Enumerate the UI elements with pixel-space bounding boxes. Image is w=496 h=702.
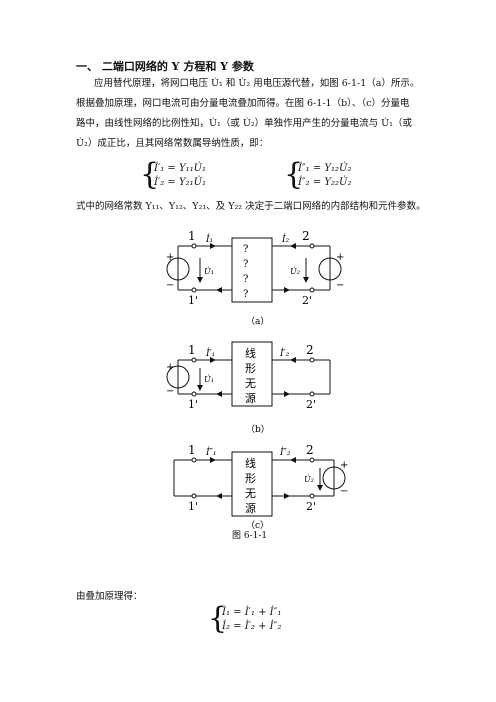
equation-group-sum: { İ₁ = İ′₁ + İ″₁ İ₂ = İ′₂ + İ″₂ (208, 604, 282, 634)
brace-sum: { (208, 601, 228, 636)
para1-line4: U̇₂）成正比，且其网络常数属导纳性质，即： (76, 138, 269, 149)
current-i1-label: İ′₁ (205, 347, 215, 359)
current-i2-label: İ₂ (281, 233, 290, 245)
circuit-figure-b: 线 形 无 源 1 1' 2 2' İ′₁ İ′₂ U̇₁ + − （b） (166, 341, 331, 435)
network-box-b (231, 341, 273, 407)
paragraph-2: 式中的网络常数 Y₁₁、Y₁₂、Y₂₁、及 Y₂₂ 决定于二端口网络的内部结构和… (76, 201, 426, 212)
caption-a: （a） (246, 316, 269, 327)
para1-line2: 根据叠加原理，网口电流可由分量电流叠加而得。在图 6-1-1（b）、（c）分量电 (76, 98, 410, 109)
plus-sign-left: + (166, 252, 174, 263)
eq-left-a: İ′₁ = Y₁₁U̇₁ (154, 163, 207, 174)
box-text-2: 形 (245, 362, 256, 375)
paragraph-1: 应用替代原理，将网口电压 U̇₁ 和 U̇₂ 用电压源代替，如图 6-1-1（a… (76, 74, 438, 154)
current-i1-label: İ₁ (205, 233, 213, 245)
box-text-3: 无 (245, 487, 256, 500)
eq-left-b: İ′₂ = Y₂₁U̇₁ (154, 177, 207, 188)
voltage-u1-label: U̇₁ (204, 267, 214, 276)
voltage-u2-label: U̇₂ (290, 267, 300, 276)
port-1p-label: 1' (188, 398, 198, 411)
para1-line3: 路中，由线性网络的比例性知，U̇₁（或 U̇₂）单独作用产生的分量电流与 U̇₁… (76, 118, 412, 129)
eq-sum-b: İ₂ = İ′₂ + İ″₂ (222, 621, 282, 632)
box-mark-4: ? (243, 289, 248, 300)
box-text-4: 源 (245, 391, 256, 405)
current-i1-label: İ″₁ (205, 446, 217, 458)
minus-sign: − (340, 486, 348, 497)
brace-left: { (140, 157, 160, 192)
box-text-1: 线 (245, 456, 256, 470)
box-mark-2: ? (243, 259, 248, 270)
network-box-c (231, 451, 273, 517)
equation-group-right: { İ″₁ = Y₁₂U̇₂ İ″₂ = Y₂₂U̇₂ (284, 160, 352, 190)
equation-group-left: { İ′₁ = Y₁₁U̇₁ İ′₂ = Y₂₁U̇₁ (140, 160, 207, 190)
circuit-figure-c: 线 形 无 源 1 1' 2 2' İ″₁ İ″₂ U̇₂ + − （c） (173, 444, 348, 531)
minus-sign-left: − (166, 280, 174, 291)
figure-caption: 图 6-1-1 (232, 531, 268, 541)
section-heading: 一、 二端口网络的 Y 方程和 Y 参数 (76, 60, 254, 73)
port-2-label: 2 (302, 229, 310, 243)
port-1-label: 1 (188, 343, 196, 357)
caption-b: （b） (246, 424, 270, 435)
minus-sign-right: − (336, 280, 344, 291)
eq-right-a: İ″₁ = Y₁₂U̇₂ (298, 163, 352, 174)
port-2p-label: 2' (306, 500, 316, 513)
box-text-2: 形 (245, 472, 256, 485)
port-1-label: 1 (188, 229, 196, 243)
port-2p-label: 2' (302, 294, 312, 307)
box-text-4: 源 (245, 501, 256, 515)
port-2-label: 2 (306, 444, 314, 457)
plus-sign: + (166, 362, 174, 373)
current-i2-label: İ″₂ (279, 446, 291, 458)
circuit-figure-a: ? ? ? ? 1 1' 2 2' İ₁ İ₂ U̇₁ U̇₂ + − + − … (166, 229, 344, 327)
port-1-label: 1 (188, 444, 196, 457)
voltage-u2-label: U̇₂ (304, 475, 314, 484)
voltage-u1-label: U̇₁ (204, 375, 214, 384)
network-box-a (231, 237, 273, 303)
para1-line1: 应用替代原理，将网口电压 U̇₁ 和 U̇₂ 用电压源代替，如图 6-1-1（a… (94, 78, 420, 89)
paragraph-3: 由叠加原理得： (76, 591, 143, 602)
port-2-label: 2 (306, 343, 314, 357)
minus-sign: − (166, 386, 174, 397)
eq-sum-a: İ₁ = İ′₁ + İ″₁ (222, 607, 282, 618)
port-1p-label: 1' (188, 500, 198, 513)
box-text-3: 无 (245, 377, 256, 390)
box-text-1: 线 (245, 346, 256, 360)
caption-c: （c） (246, 520, 269, 531)
current-i2-label: İ′₂ (279, 347, 290, 359)
plus-sign: + (340, 460, 348, 471)
box-mark-1: ? (243, 244, 248, 255)
eq-right-b: İ″₂ = Y₂₂U̇₂ (298, 177, 352, 188)
box-mark-3: ? (243, 274, 248, 285)
port-2p-label: 2' (306, 398, 316, 411)
brace-right: { (284, 157, 304, 192)
port-1p-label: 1' (188, 294, 198, 307)
plus-sign-right: + (336, 252, 344, 263)
